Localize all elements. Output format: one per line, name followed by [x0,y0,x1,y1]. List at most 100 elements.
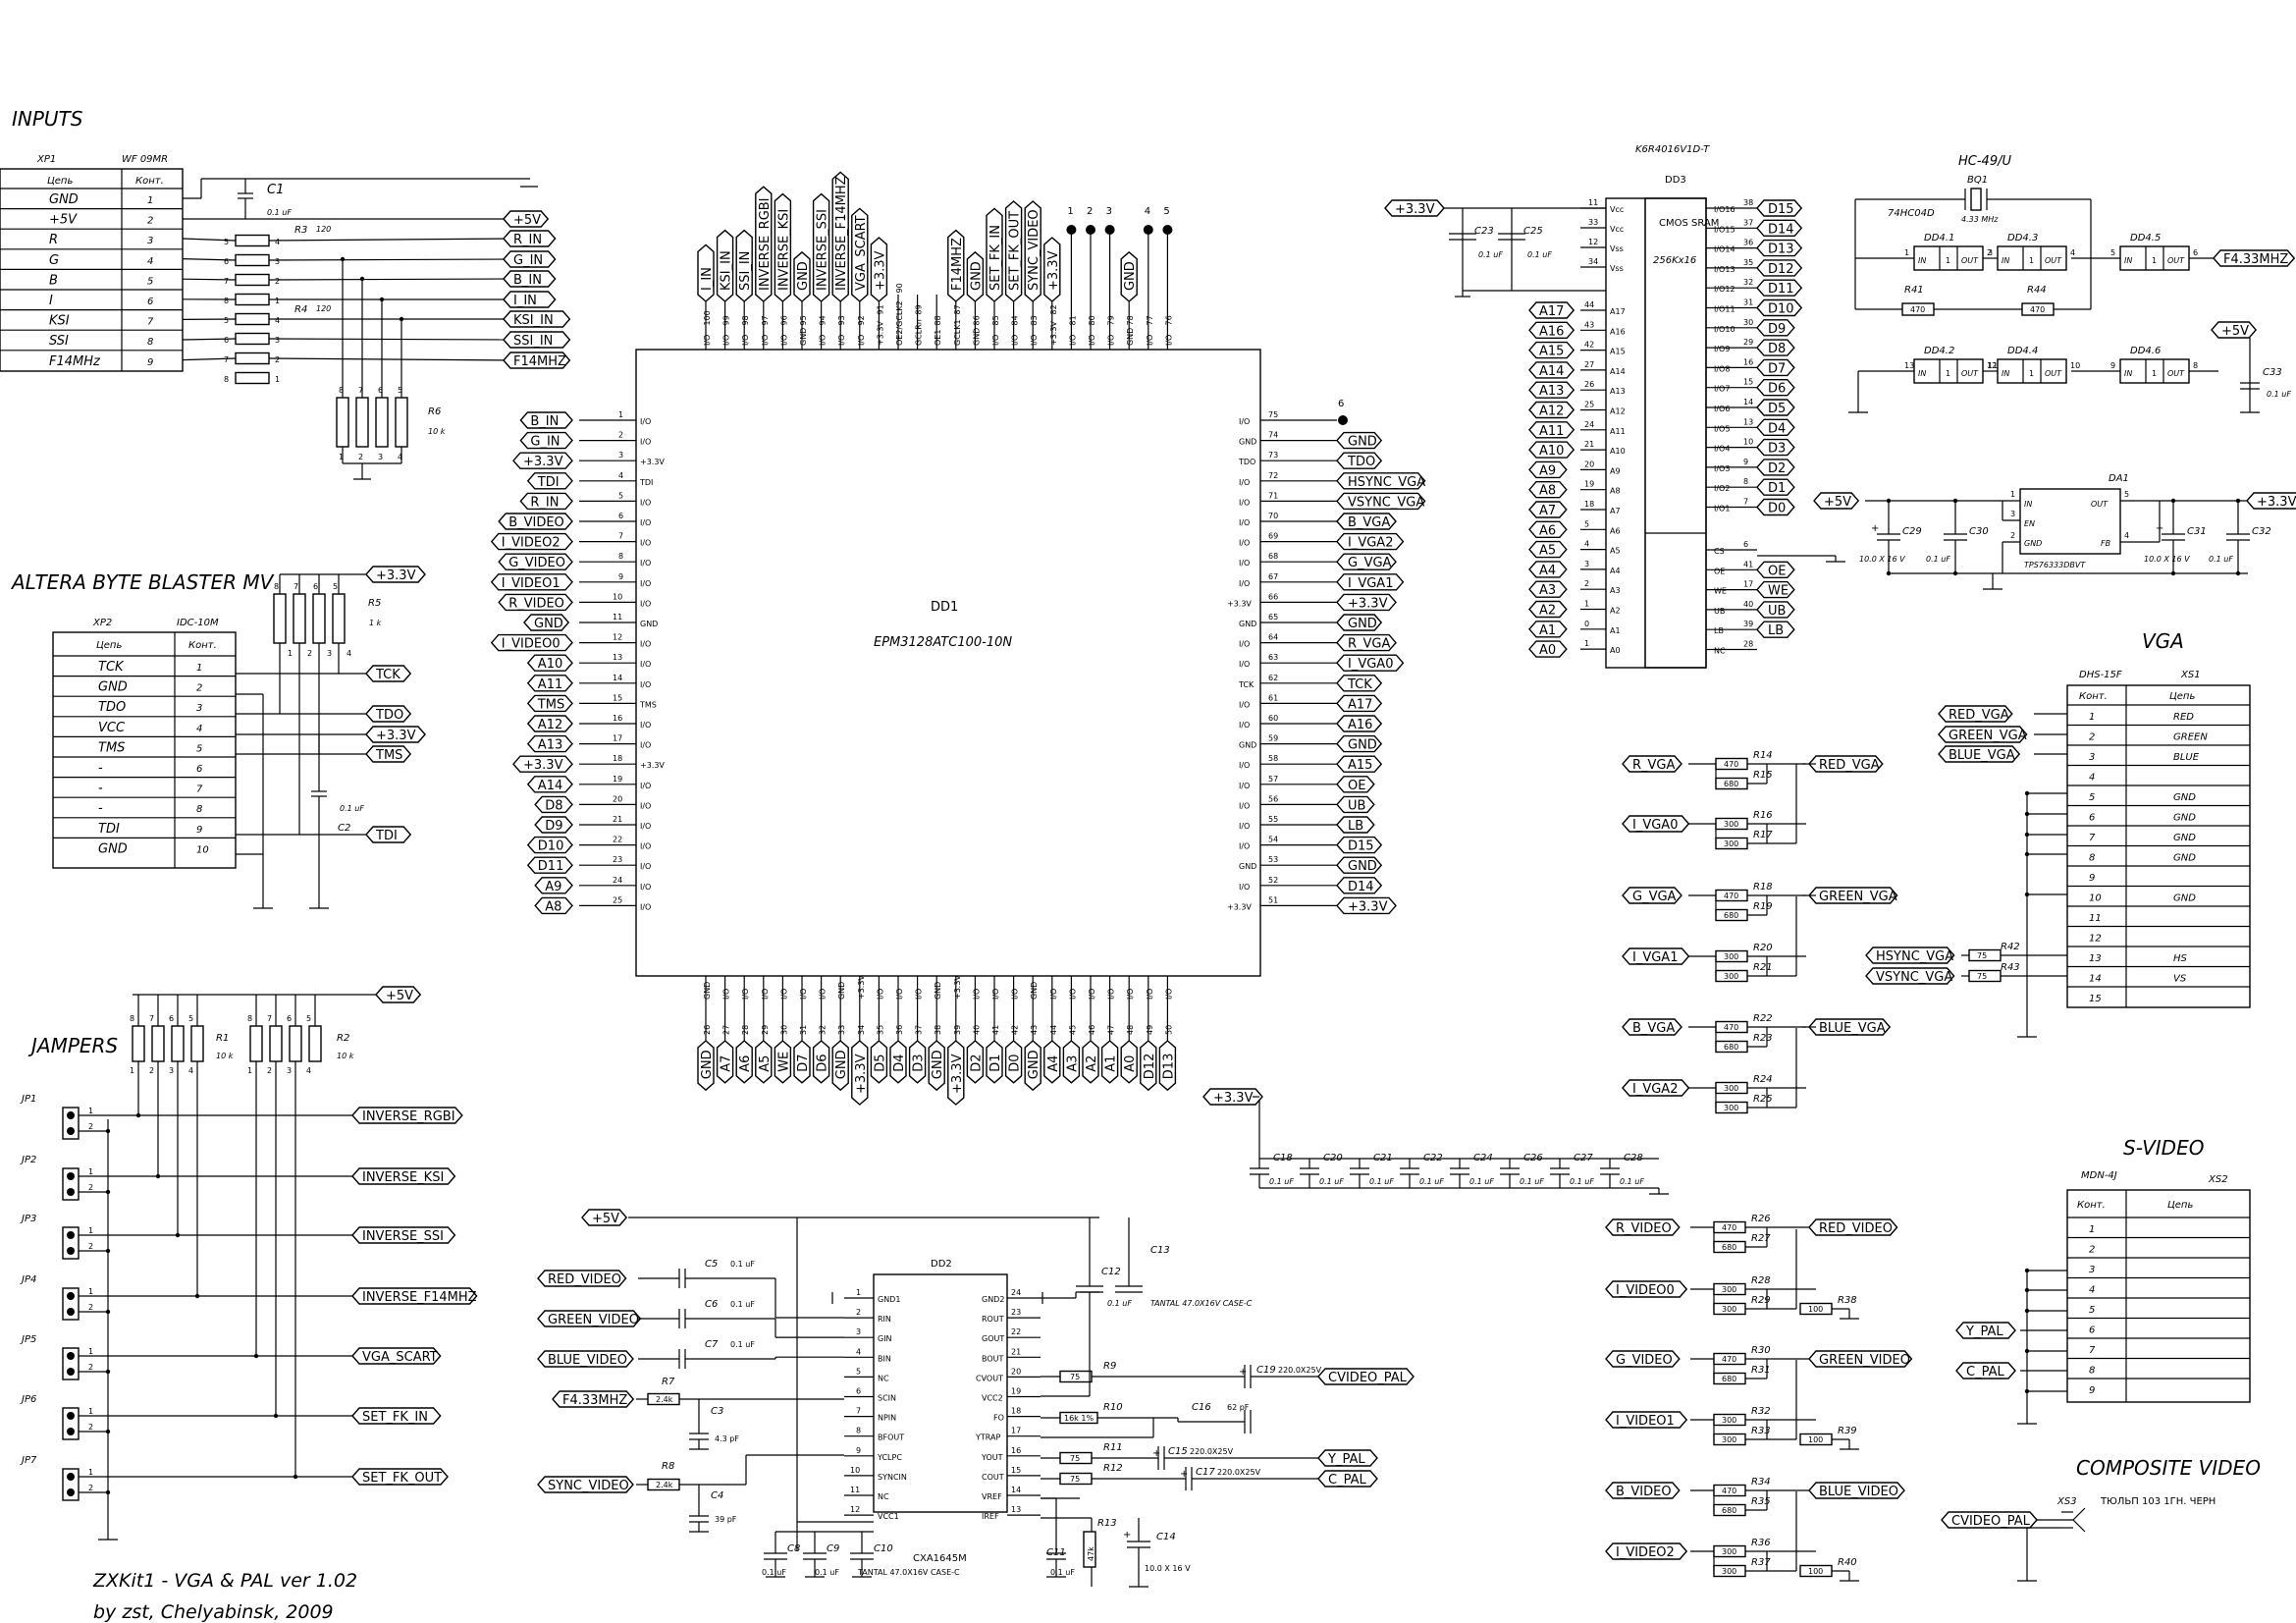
label: 7 [856,1407,861,1416]
label: 88 [934,315,942,325]
xs3-part: ТЮЛЬП 103 1ГН. ЧЕРН [2100,1496,2216,1507]
label: 2 [1987,248,1992,257]
label: 1 [88,1226,93,1235]
label: 8 [274,582,279,591]
label: 100 [1808,1567,1823,1576]
dd1-net-35 [870,1040,888,1084]
dd1-cpld: DD1 EPM3128ATC100-10N 1I/OB_IN2I/OG_IN3+… [490,171,1426,1106]
label: 90 [895,283,904,293]
net-dd2-sync-text: SYNC_VIDEO [548,1479,629,1493]
label: A0 [1610,646,1621,655]
label: 100 [703,310,712,325]
label: 39 pF [715,1515,737,1524]
dd1-net-69 [1336,532,1405,551]
label: I/O [1239,498,1250,507]
label: I/O [1239,721,1250,730]
label: 29 [761,1025,770,1035]
gate-ref: DD4.1 [1924,233,1954,243]
label: R36 [1751,1538,1771,1548]
label: 25 [613,895,622,904]
net-inverse_f14mhz-text: INVERSE_F14MHZ [362,1290,477,1305]
dd1-net-39-text: +3.3V [950,1054,965,1094]
label: 76 [1164,315,1173,325]
label: C3 [711,1406,723,1417]
label: I/O [640,599,651,608]
net-dd2-green_video [537,1310,642,1327]
label: 75 [1070,1475,1080,1484]
label: 300 [1722,1435,1736,1444]
dd3-net-a15-text: A15 [1539,345,1564,359]
label: BIN [878,1354,891,1363]
label: A14 [1610,367,1626,376]
label: I/O [761,989,770,1000]
wire [268,278,511,281]
label: VCC2 [982,1394,1003,1403]
label: 2 [856,1308,861,1317]
dd3-net-oe-text: OE [1768,564,1786,578]
c6-val: 0.1 uF [730,1300,755,1309]
xp2-net-0: TCK [98,660,125,675]
label: 73 [1268,451,1278,460]
junction-dot [2024,1268,2030,1273]
label: 300 [1724,1104,1738,1112]
dd3-net-d15-text: D15 [1768,202,1794,217]
dd1-net-12 [490,633,573,652]
dd1-net-84 [1004,200,1023,302]
xs2-pin-6: 7 [2089,1345,2096,1356]
res-pin: 5 [224,238,229,246]
label: 16 [1011,1446,1021,1455]
wire [268,338,511,341]
label: OUT [2045,256,2062,265]
label: 1 [88,1167,93,1176]
net-xs1-green_vga-text: GREEN_VGA [1949,729,2027,743]
label: FO [993,1414,1004,1423]
xp1-net-1: +5V [49,213,78,228]
dd1-net-62-text: TCK [1347,677,1372,692]
dd1-net-47-text: A1 [1104,1055,1119,1072]
jumper-pin [67,1473,75,1481]
xp2-pin-9: 10 [196,844,209,855]
label: 13 [1904,361,1914,370]
label: I/O9 [1714,345,1730,353]
label: 0 [1584,620,1589,628]
net-5v-dd2 [581,1209,628,1226]
label: Vcc [1610,205,1624,214]
net-i_video2 [1605,1542,1688,1560]
net-dd2-cpal [1317,1470,1378,1488]
label: 4 [347,649,351,658]
junction-dot [1886,498,1892,504]
dd1-net-14 [526,675,573,692]
r5-ref: R5 [368,598,381,609]
dd1-net-15-text: TMS [537,697,564,712]
label: 680 [1722,1375,1736,1383]
net-b_video-text: B_VIDEO [1616,1485,1672,1499]
res-pin: 4 [275,238,280,246]
net-xs3-cvideo [1941,1511,2038,1529]
dd3-net-d6 [1756,379,1795,397]
dd1-net-60-text: A16 [1348,718,1372,732]
label: 60 [1268,714,1278,723]
dd1-net-46 [1082,1040,1099,1084]
dd1-net-65 [1336,614,1383,631]
label: 16 [613,714,622,723]
dd3-net-a5 [1528,540,1568,559]
net-f14mhz-text: F14MHZ [513,354,566,369]
dd1-net-30 [774,1040,792,1084]
label: 470 [1724,892,1738,900]
label: 20 [1584,460,1594,468]
label: 52 [1268,876,1278,885]
dd3-net-a15 [1528,341,1575,359]
net-i_vga2-text: I_VGA2 [1632,1082,1678,1097]
dd1-net-60 [1336,715,1383,732]
net-5v-inputs [503,210,550,228]
label: 4 [856,1347,861,1356]
label: R10 [1103,1402,1123,1413]
label: 51 [1268,895,1278,904]
net-r_vga-text: R_VGA [1632,758,1675,773]
label: 2 [88,1363,93,1372]
dd1-net-87-text: F14MHZ [950,238,965,291]
dd1-net-44 [1043,1040,1061,1084]
dd1-net-61-text: A17 [1348,697,1372,712]
dd3-net-d12-text: D12 [1768,262,1794,277]
